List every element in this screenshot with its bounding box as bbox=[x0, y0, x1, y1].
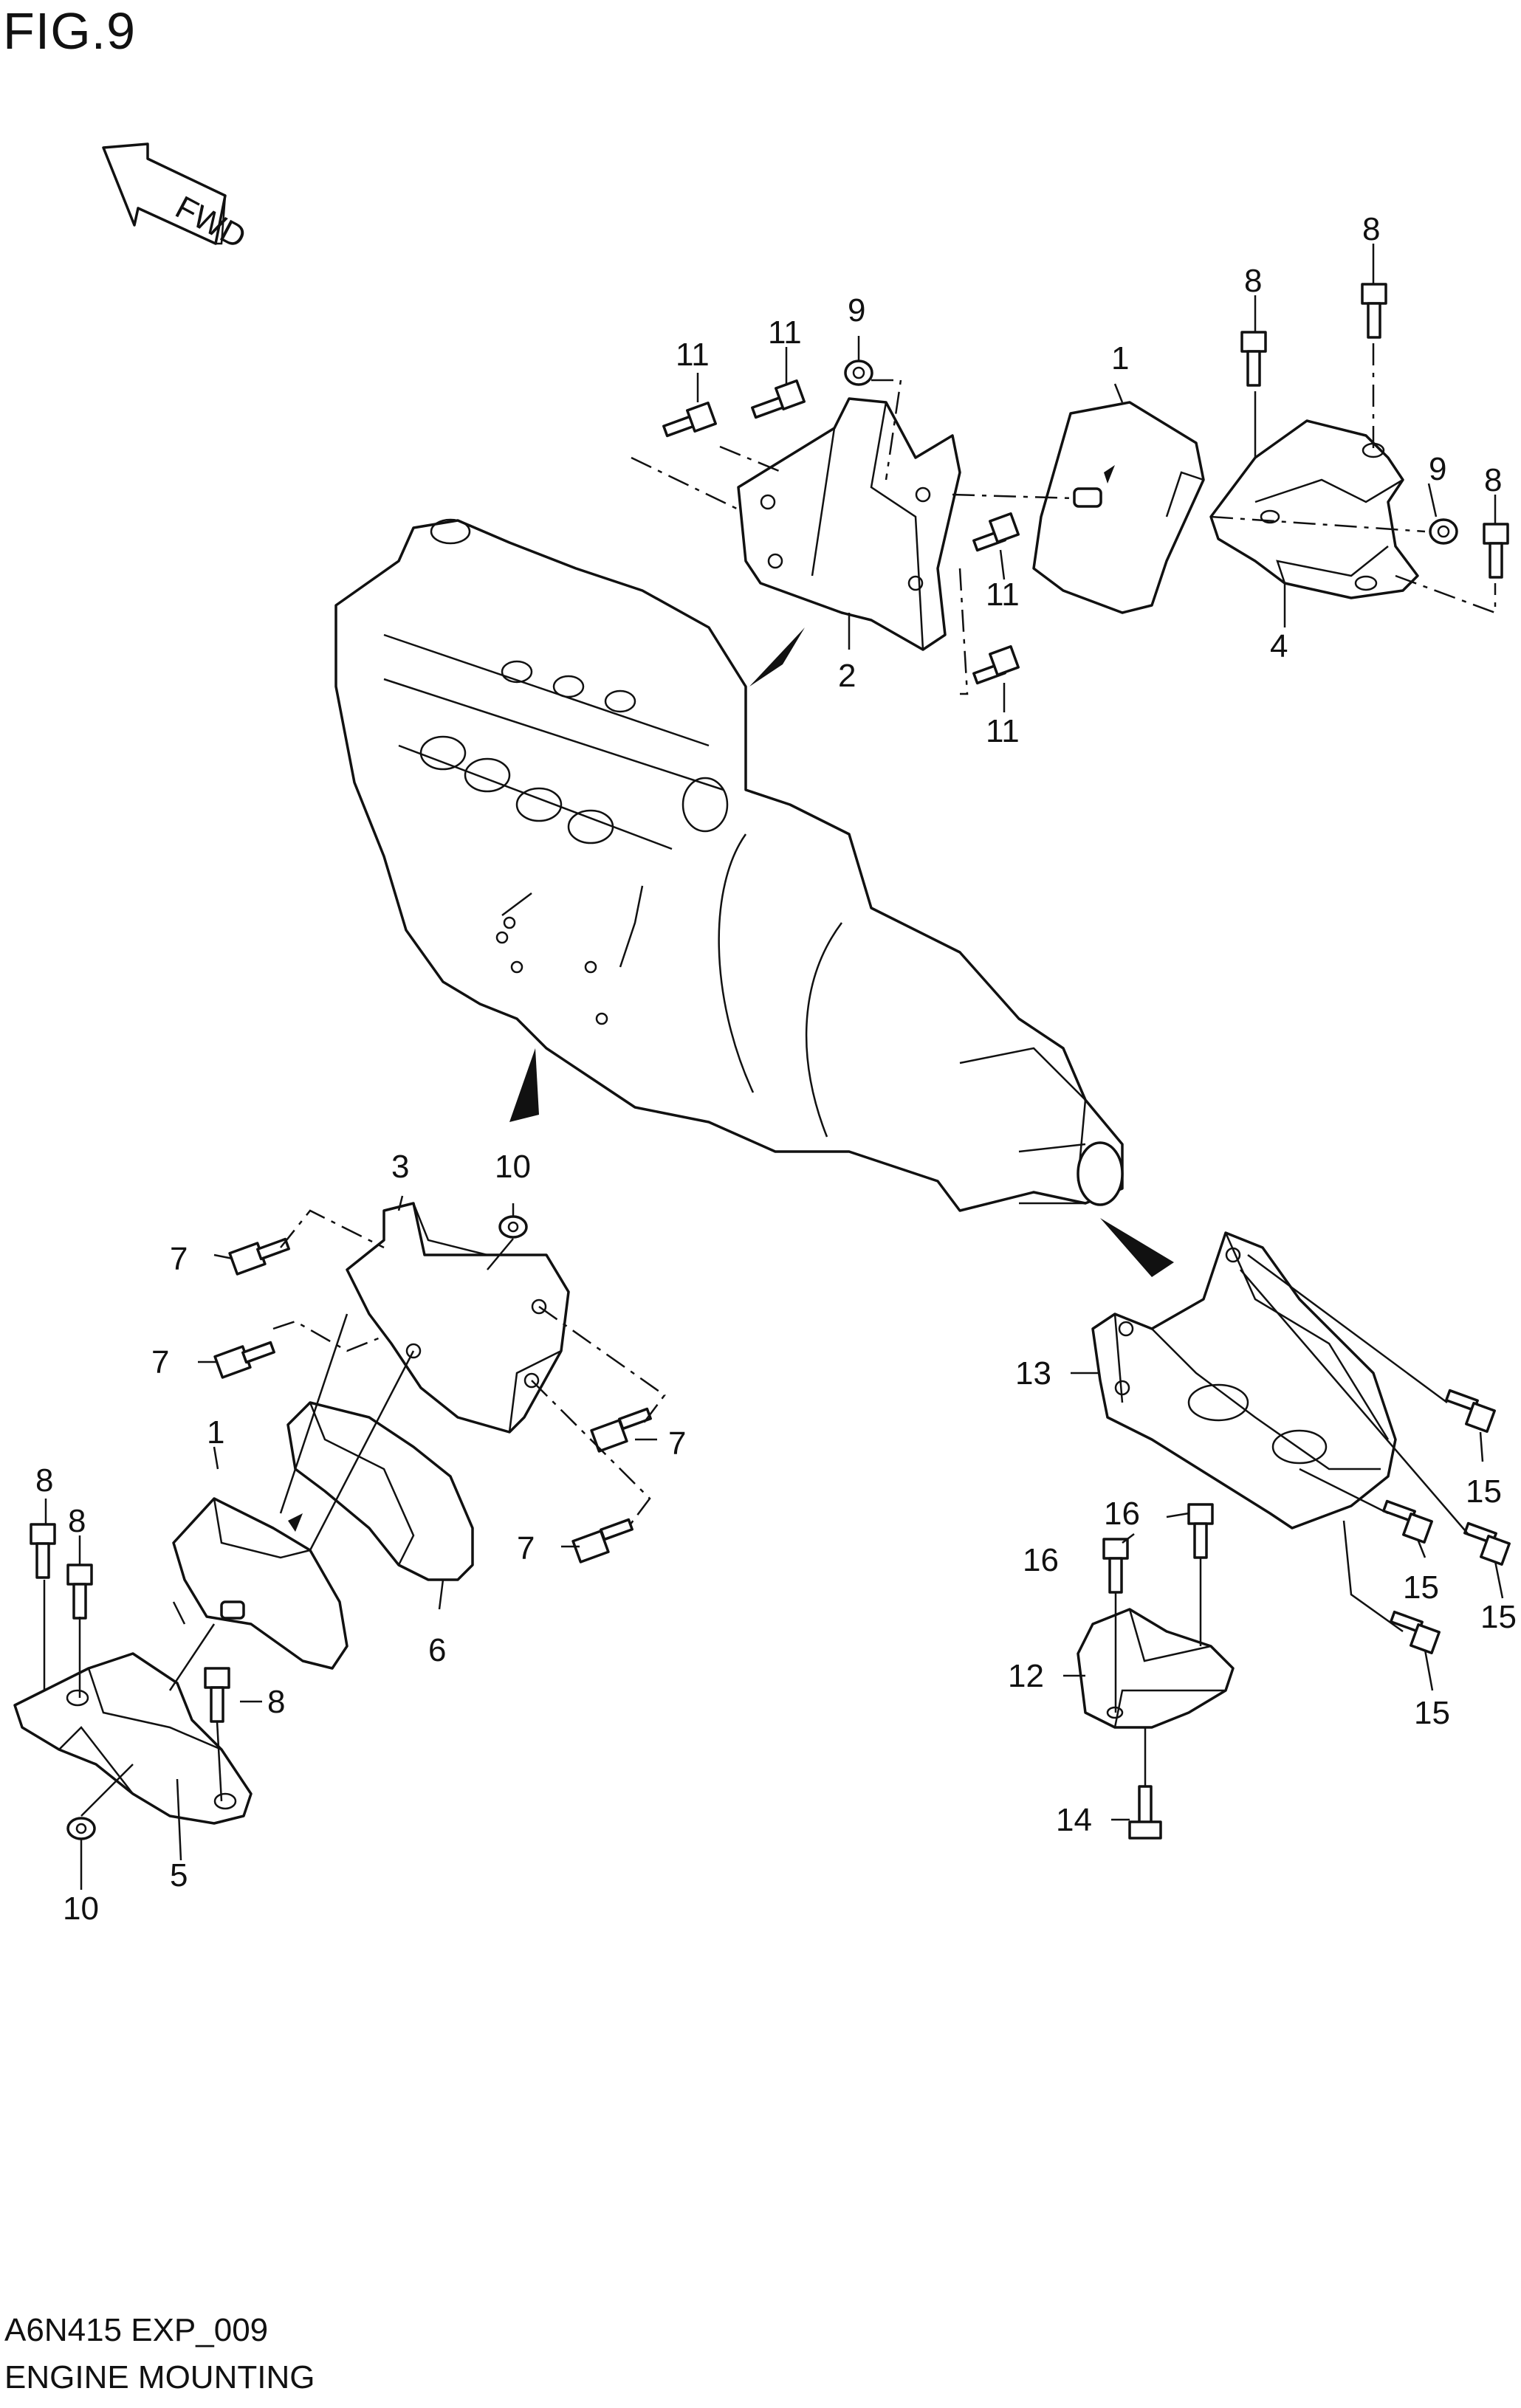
rear-mount-12 bbox=[1077, 1608, 1235, 1729]
bolt-15-b bbox=[1382, 1499, 1433, 1544]
bolt-15-c bbox=[1463, 1521, 1511, 1566]
bolt-11-b bbox=[751, 379, 806, 419]
bolt-8-b bbox=[1361, 283, 1387, 339]
callout-8-b: 8 bbox=[1362, 211, 1380, 247]
bolt-8-f bbox=[204, 1667, 230, 1723]
callout-1-upper: 1 bbox=[1111, 340, 1129, 376]
callout-8-c: 8 bbox=[1484, 462, 1502, 498]
callout-10-a: 10 bbox=[495, 1149, 531, 1185]
bolt-7-a bbox=[228, 1237, 290, 1276]
callout-9-b: 9 bbox=[1429, 451, 1446, 487]
diagram-code-caption: A6N415 EXP_009 bbox=[4, 2312, 269, 2348]
bolt-11-d bbox=[972, 645, 1020, 685]
bolt-14 bbox=[1128, 1785, 1162, 1840]
callout-11-d: 11 bbox=[986, 713, 1020, 749]
callout-7-b: 7 bbox=[151, 1344, 169, 1380]
callout-2: 2 bbox=[838, 658, 856, 694]
bolt-11-c bbox=[972, 512, 1020, 552]
bolt-15-d bbox=[1390, 1610, 1441, 1654]
engine-mount-1-lower bbox=[172, 1497, 349, 1670]
callout-15-c: 15 bbox=[1480, 1599, 1517, 1635]
callout-14: 14 bbox=[1056, 1802, 1092, 1838]
diagram-name-caption: ENGINE MOUNTING bbox=[4, 2359, 315, 2395]
nut-9-b bbox=[1429, 518, 1458, 545]
bracket-6 bbox=[286, 1401, 474, 1581]
fwd-direction-arrow: FWD bbox=[102, 142, 252, 255]
callout-15-d: 15 bbox=[1414, 1695, 1450, 1731]
callout-8-f: 8 bbox=[267, 1684, 285, 1720]
pointer-to-transmission bbox=[1100, 1218, 1174, 1277]
nut-10-b bbox=[66, 1817, 96, 1840]
callout-8-e: 8 bbox=[68, 1503, 86, 1539]
bolt-7-c bbox=[590, 1407, 652, 1453]
callout-7-c: 7 bbox=[668, 1425, 686, 1462]
pointer-to-engine-right bbox=[749, 627, 805, 687]
callout-11-a: 11 bbox=[676, 337, 710, 373]
callout-3: 3 bbox=[391, 1149, 409, 1185]
callout-8-d: 8 bbox=[35, 1462, 53, 1499]
bolt-15-a bbox=[1445, 1389, 1496, 1433]
bolt-8-c bbox=[1483, 523, 1509, 579]
callout-8-a: 8 bbox=[1244, 263, 1262, 299]
callout-7-d: 7 bbox=[517, 1530, 535, 1566]
callout-11-b: 11 bbox=[768, 314, 802, 351]
bracket-3 bbox=[346, 1202, 570, 1434]
bolt-7-d bbox=[571, 1518, 634, 1564]
bolt-8-a bbox=[1240, 331, 1267, 387]
callout-5: 5 bbox=[170, 1857, 188, 1893]
callout-9-a: 9 bbox=[848, 292, 865, 328]
bolt-11-a bbox=[662, 402, 717, 438]
bolt-8-d bbox=[30, 1523, 56, 1579]
callout-4: 4 bbox=[1270, 628, 1288, 664]
callout-15-b: 15 bbox=[1403, 1569, 1439, 1606]
callout-10-b: 10 bbox=[63, 1891, 99, 1927]
callout-11-c: 11 bbox=[986, 577, 1020, 613]
nut-9-a bbox=[844, 360, 873, 386]
callout-16-a: 16 bbox=[1104, 1496, 1140, 1532]
callout-13: 13 bbox=[1015, 1355, 1051, 1392]
bolt-16-b bbox=[1102, 1538, 1129, 1594]
engine-mount-1-upper bbox=[1032, 401, 1205, 614]
transmission-bracket-13 bbox=[1091, 1231, 1397, 1530]
callout-16-b: 16 bbox=[1023, 1542, 1059, 1578]
engine-transmission-assembly bbox=[334, 518, 1124, 1212]
callout-7-a: 7 bbox=[170, 1241, 188, 1277]
callout-6: 6 bbox=[428, 1632, 446, 1668]
bracket-4 bbox=[1209, 419, 1419, 599]
figure-title: FIG.9 bbox=[3, 2, 137, 60]
bolt-16-a bbox=[1187, 1503, 1214, 1559]
nut-10-a bbox=[498, 1215, 528, 1239]
bolt-8-e bbox=[66, 1564, 93, 1620]
bolt-7-b bbox=[213, 1341, 275, 1379]
pointer-to-engine-left bbox=[509, 1048, 539, 1122]
callout-15-a: 15 bbox=[1466, 1473, 1502, 1510]
bracket-5 bbox=[13, 1652, 253, 1825]
callout-12: 12 bbox=[1008, 1658, 1044, 1694]
bracket-2 bbox=[737, 397, 961, 651]
callout-1-lower: 1 bbox=[207, 1414, 224, 1451]
